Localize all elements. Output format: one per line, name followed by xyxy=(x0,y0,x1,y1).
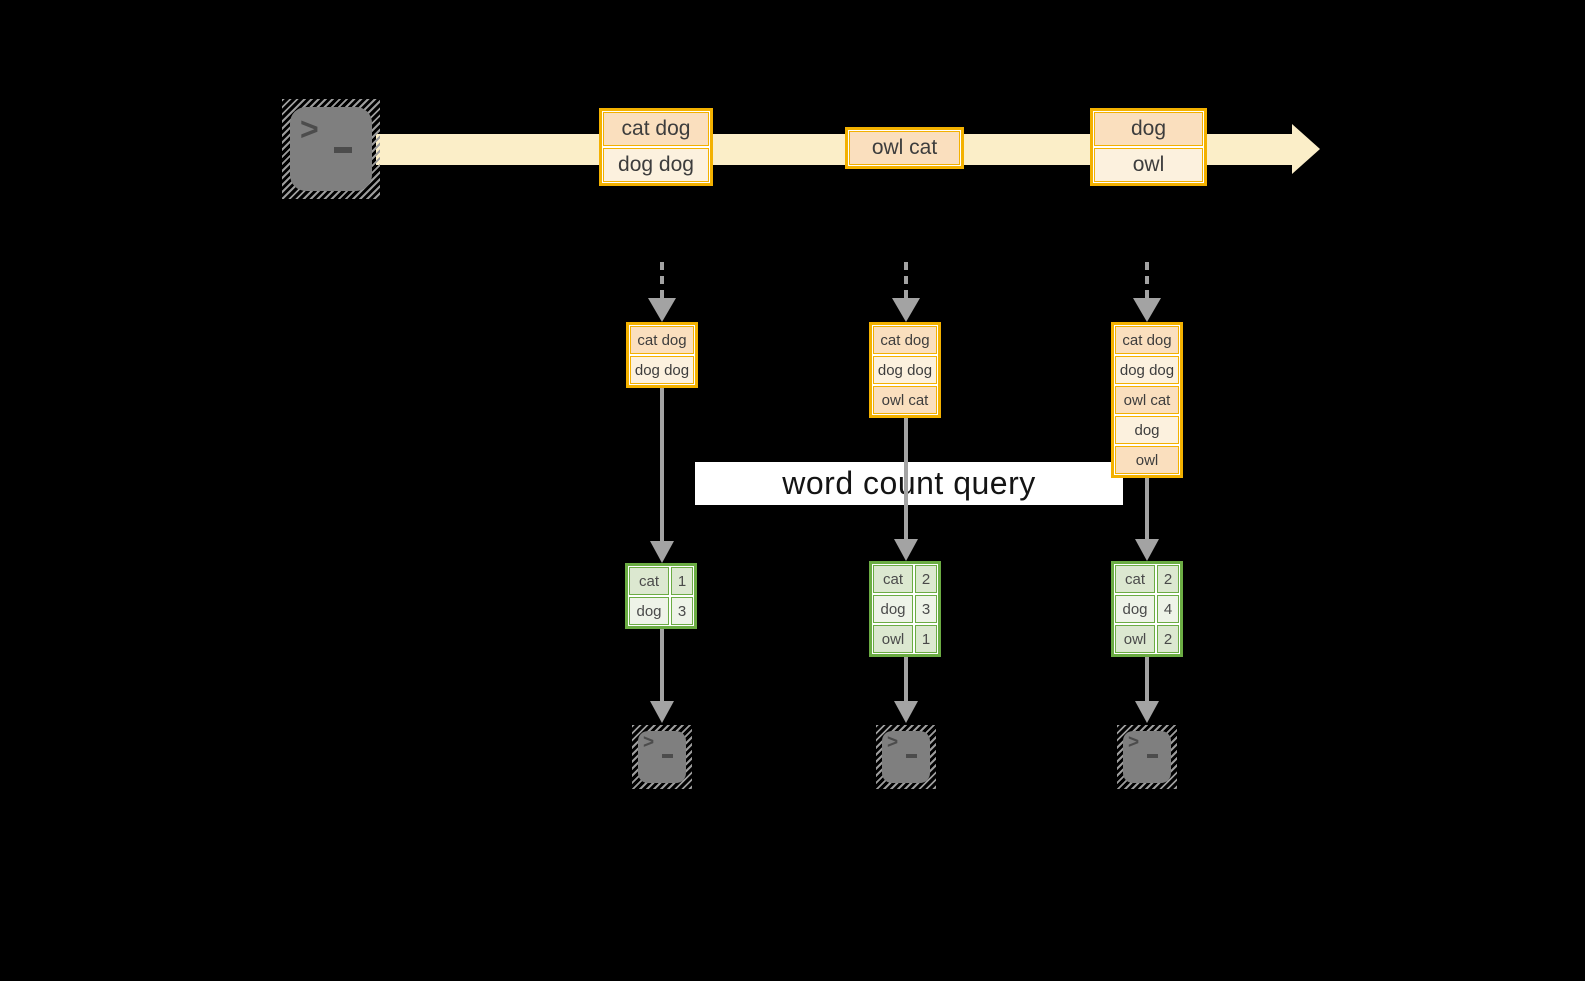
query-label: word count query xyxy=(695,462,1123,505)
count-word-cell: dog xyxy=(873,595,913,623)
count-value-cell: 3 xyxy=(671,597,693,625)
window-item: cat dog xyxy=(630,326,694,354)
count-word-cell: cat xyxy=(1115,565,1155,593)
window-item: dog dog xyxy=(1115,356,1179,384)
window-item: cat dog xyxy=(873,326,937,354)
count-word-cell: owl xyxy=(873,625,913,653)
terminal-prompt-icon: > xyxy=(1128,732,1140,753)
stream-record: dog dog xyxy=(603,148,709,182)
arrow-head-icon xyxy=(650,701,674,723)
query-arrow-1 xyxy=(660,388,664,541)
count-row: cat 2 xyxy=(872,564,938,594)
query-label-text: word count query xyxy=(782,465,1036,501)
window-item: owl cat xyxy=(873,386,937,414)
window-buffer-3: cat dog dog dog owl cat dog owl xyxy=(1111,322,1183,478)
stream-box-1: cat dog dog dog xyxy=(599,108,713,186)
count-value-cell: 3 xyxy=(915,595,937,623)
count-row: cat 1 xyxy=(628,566,694,596)
stream-record: owl xyxy=(1094,148,1203,182)
terminal-prompt-icon: > xyxy=(643,732,655,753)
output-arrow-2 xyxy=(904,657,908,701)
query-arrow-2 xyxy=(904,418,908,539)
arrow-head-icon xyxy=(648,298,676,322)
ingest-arrow-1 xyxy=(660,262,664,298)
output-arrow-1 xyxy=(660,629,664,701)
arrow-head-icon xyxy=(1135,701,1159,723)
window-item: owl xyxy=(1115,446,1179,474)
arrow-head-icon xyxy=(894,701,918,723)
count-row: dog 4 xyxy=(1114,594,1180,624)
count-table-3: cat 2 dog 4 owl 2 xyxy=(1111,561,1183,657)
count-word-cell: dog xyxy=(1115,595,1155,623)
output-terminal-icon-1: > xyxy=(632,725,692,789)
count-row: owl 2 xyxy=(1114,624,1180,654)
count-row: dog 3 xyxy=(872,594,938,624)
output-terminal-icon-3: > xyxy=(1117,725,1177,789)
terminal-screen: > xyxy=(638,731,686,783)
right-arrow-icon xyxy=(1292,124,1320,174)
count-word-cell: cat xyxy=(873,565,913,593)
terminal-screen: > xyxy=(882,731,930,783)
ingest-arrow-3 xyxy=(1145,262,1149,298)
terminal-screen: > xyxy=(290,107,372,191)
terminal-screen: > xyxy=(1123,731,1171,783)
count-row: owl 1 xyxy=(872,624,938,654)
arrow-head-icon xyxy=(892,298,920,322)
arrow-head-icon xyxy=(650,541,674,563)
source-terminal-icon: > xyxy=(282,99,380,199)
window-item: dog dog xyxy=(630,356,694,384)
count-row: dog 3 xyxy=(628,596,694,626)
stream-record: cat dog xyxy=(603,112,709,146)
output-terminal-icon-2: > xyxy=(876,725,936,789)
window-item: dog xyxy=(1115,416,1179,444)
count-row: cat 2 xyxy=(1114,564,1180,594)
count-table-1: cat 1 dog 3 xyxy=(625,563,697,629)
arrow-head-icon xyxy=(1133,298,1161,322)
count-value-cell: 2 xyxy=(1157,565,1179,593)
arrow-head-icon xyxy=(1135,539,1159,561)
output-arrow-3 xyxy=(1145,657,1149,701)
window-item: cat dog xyxy=(1115,326,1179,354)
stream-box-3: dog owl xyxy=(1090,108,1207,186)
terminal-cursor-icon xyxy=(906,754,917,758)
window-buffer-1: cat dog dog dog xyxy=(626,322,698,388)
terminal-cursor-icon xyxy=(662,754,673,758)
count-word-cell: dog xyxy=(629,597,669,625)
count-value-cell: 2 xyxy=(1157,625,1179,653)
count-table-2: cat 2 dog 3 owl 1 xyxy=(869,561,941,657)
window-buffer-2: cat dog dog dog owl cat xyxy=(869,322,941,418)
count-value-cell: 4 xyxy=(1157,595,1179,623)
ingest-arrow-2 xyxy=(904,262,908,298)
window-item: dog dog xyxy=(873,356,937,384)
terminal-prompt-icon: > xyxy=(887,732,899,753)
stream-record: owl cat xyxy=(849,131,960,165)
count-value-cell: 1 xyxy=(671,567,693,595)
count-word-cell: cat xyxy=(629,567,669,595)
window-item: owl cat xyxy=(1115,386,1179,414)
count-word-cell: owl xyxy=(1115,625,1155,653)
stream-record: dog xyxy=(1094,112,1203,146)
count-value-cell: 1 xyxy=(915,625,937,653)
stream-box-2: owl cat xyxy=(845,127,964,169)
arrow-head-icon xyxy=(894,539,918,561)
terminal-cursor-icon xyxy=(1147,754,1158,758)
query-arrow-3 xyxy=(1145,478,1149,539)
count-value-cell: 2 xyxy=(915,565,937,593)
terminal-cursor-icon xyxy=(334,147,352,153)
terminal-prompt-icon: > xyxy=(300,111,319,147)
